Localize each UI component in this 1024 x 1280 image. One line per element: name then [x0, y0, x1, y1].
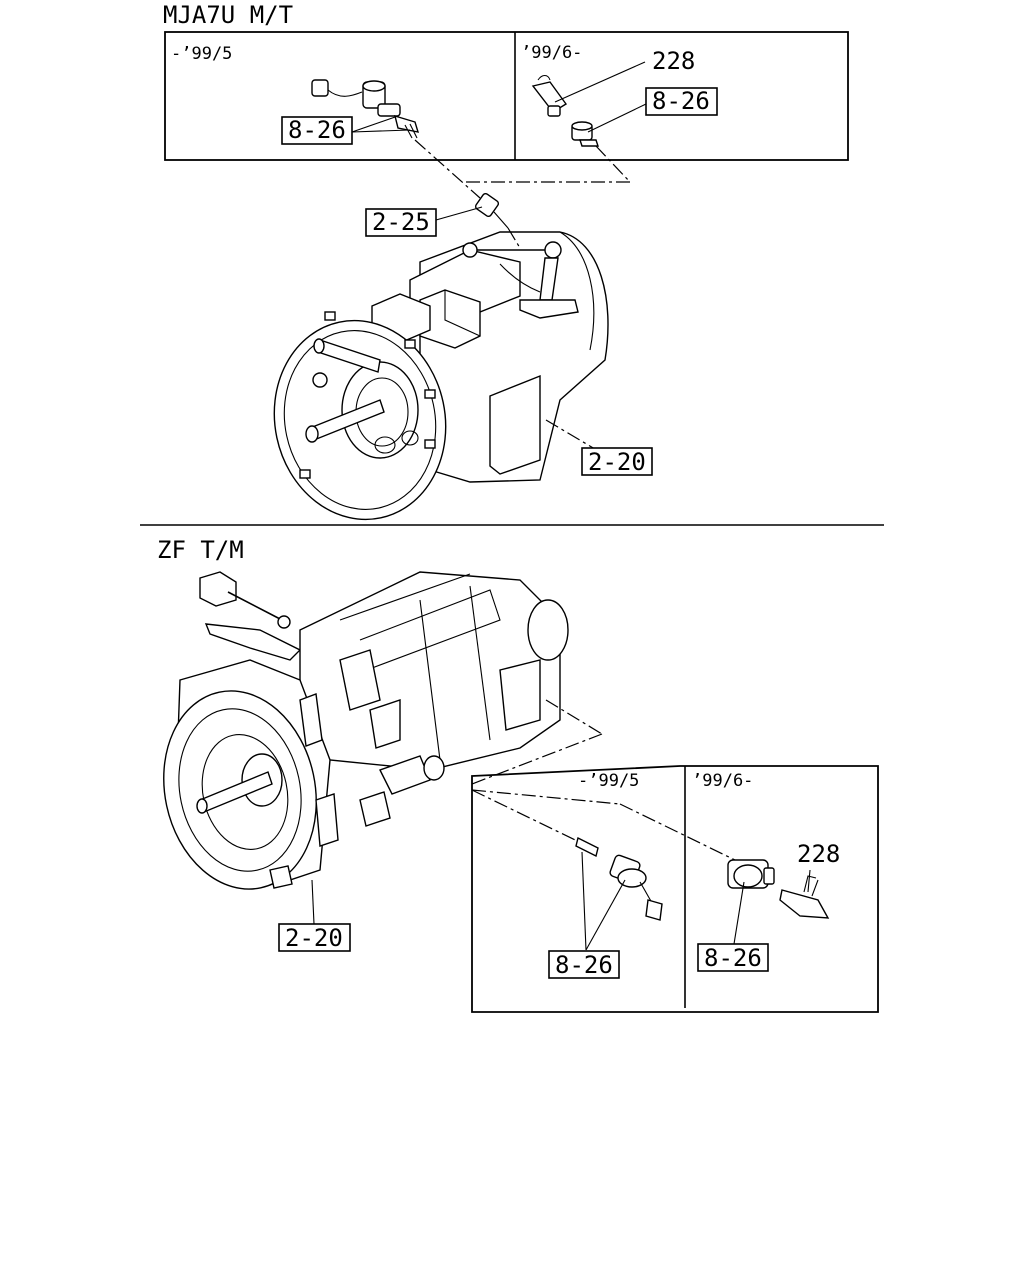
top-part-2-25-sensor	[474, 192, 509, 229]
dash-bottom-port-b	[471, 733, 603, 785]
leader-top-8-26-left-a	[351, 115, 399, 133]
leader-bottom-8-26-left-b	[585, 879, 626, 951]
leader-bottom-8-26-right	[733, 881, 745, 945]
bottom-transmission-zf	[163, 571, 569, 890]
top-inset-right-parts	[531, 74, 599, 147]
bottom-inset-left-sensor	[575, 836, 663, 921]
dash-top-2-25-to-port	[507, 227, 521, 249]
leader-top-2-20	[545, 419, 601, 453]
dash-top-left-to-port	[414, 139, 481, 199]
box-bottom-2-20	[278, 923, 351, 952]
top-transmission-mja7u	[273, 231, 609, 521]
leader-top-8-26-right	[587, 103, 647, 133]
bottom-inset-period-right: ’99/6-	[692, 771, 753, 791]
box-top-8-26-left	[281, 116, 353, 145]
label-top-8-26-left: 8-26	[288, 116, 346, 144]
box-bottom-8-26-right	[697, 943, 769, 972]
leader-bottom-8-26-left-a	[581, 851, 587, 951]
leader-top-8-26-left-b	[351, 129, 411, 133]
leader-top-228	[554, 61, 646, 103]
top-inset-period-right: ’99/6-	[521, 43, 582, 63]
top-inset-period-left: -’99/5	[171, 44, 232, 64]
box-top-8-26-right	[645, 87, 718, 116]
box-bottom-8-26-left	[548, 950, 620, 979]
top-inset-frame	[164, 31, 849, 161]
label-bottom-8-26-left: 8-26	[555, 951, 613, 979]
section-title-zf: ZF T/M	[157, 536, 244, 564]
label-bottom-228: 228	[797, 840, 840, 868]
label-top-8-26-right: 8-26	[652, 87, 710, 115]
leader-bottom-2-20	[311, 879, 315, 925]
section-title-mja7u: MJA7U M/T	[163, 1, 293, 29]
bottom-inset-period-left: -’99/5	[578, 771, 639, 791]
box-top-2-25	[365, 208, 437, 237]
label-top-228: 228	[652, 47, 695, 75]
bottom-inset-frame	[471, 765, 879, 1013]
box-top-2-20	[581, 447, 653, 476]
dash-bottom-inset-right	[619, 803, 736, 861]
dash-bottom-inset-mid	[471, 789, 621, 805]
label-bottom-8-26-right: 8-26	[704, 944, 762, 972]
dash-bottom-port-a	[545, 699, 603, 735]
label-bottom-2-20: 2-20	[285, 924, 343, 952]
leader-top-2-25	[435, 206, 483, 221]
leader-bottom-228	[807, 869, 811, 893]
top-inset-left-sensor	[311, 79, 420, 139]
label-top-2-25: 2-25	[372, 208, 430, 236]
bottom-inset-right-parts	[727, 859, 830, 919]
label-top-2-20: 2-20	[588, 448, 646, 476]
dash-top-right-a	[595, 145, 631, 183]
